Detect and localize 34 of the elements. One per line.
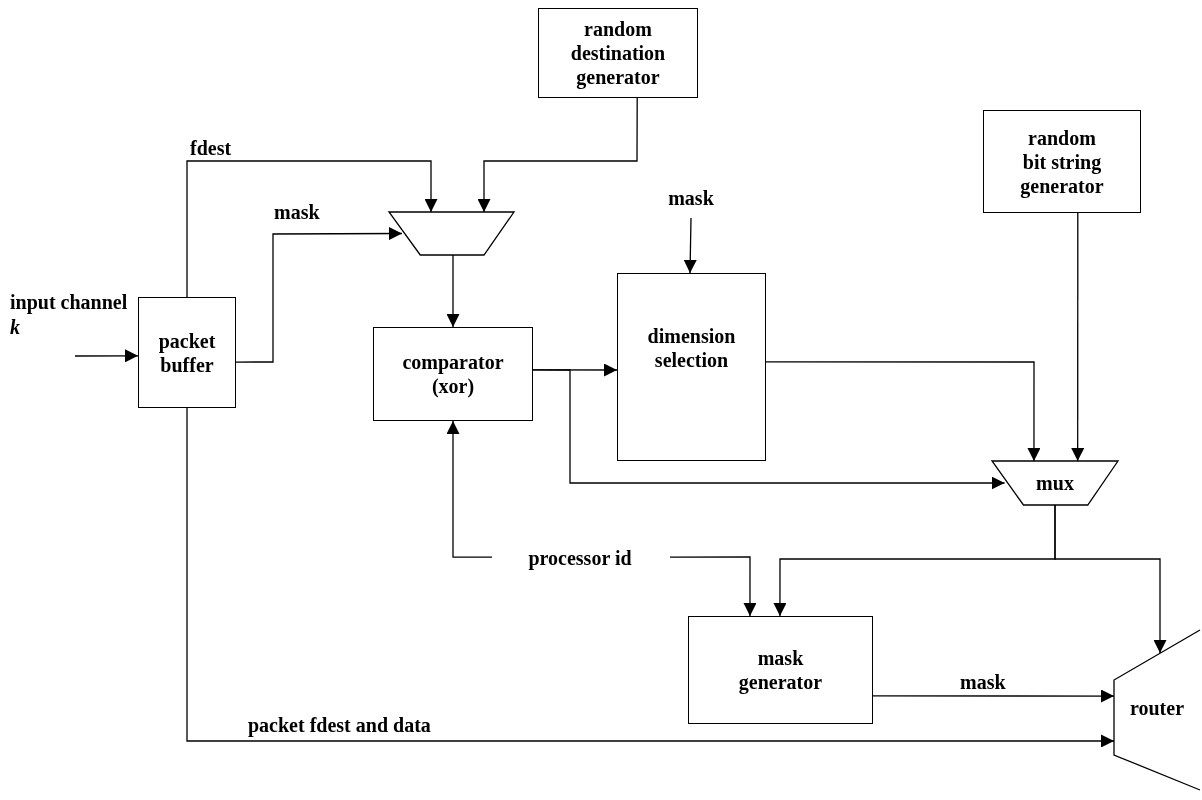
multiplexer-symbol xyxy=(992,461,1118,505)
process-box xyxy=(138,297,236,408)
process-box xyxy=(688,616,873,724)
block-label: mux xyxy=(1036,471,1074,495)
process-box xyxy=(538,8,698,98)
process-box xyxy=(983,110,1141,213)
connector-arrow xyxy=(446,420,493,558)
signal-label: input channel k xyxy=(10,290,135,346)
connector-arrow xyxy=(186,407,1115,748)
connector-arrow xyxy=(1071,212,1085,462)
connector-arrow xyxy=(872,689,1115,703)
block-label: comparator (xor) xyxy=(401,350,505,398)
process-box xyxy=(617,273,766,461)
connector-arrow xyxy=(683,217,697,274)
connector-arrow xyxy=(477,97,638,213)
block-label: dimension selection xyxy=(646,324,737,372)
selector-trapezoid xyxy=(389,212,514,255)
block-label: random destination generator xyxy=(569,17,667,89)
signal-label: mask xyxy=(656,186,726,214)
block-label: router xyxy=(1129,695,1185,720)
block-label: mask generator xyxy=(737,646,824,694)
process-box xyxy=(373,327,533,421)
connector-arrow xyxy=(532,369,1006,490)
connector-arrow xyxy=(74,349,139,363)
connector-arrow xyxy=(446,254,460,328)
connector-arrow xyxy=(669,556,757,617)
connector-arrow xyxy=(765,361,1041,462)
block-label: packet buffer xyxy=(157,328,217,377)
edge-label: packet fdest and data xyxy=(246,714,433,736)
connector-arrow xyxy=(1054,504,1167,654)
connector-arrow xyxy=(186,160,438,298)
signal-label: processor id xyxy=(496,546,664,574)
block-label: random bit string generator xyxy=(1019,125,1105,198)
connector-arrow xyxy=(235,227,403,363)
